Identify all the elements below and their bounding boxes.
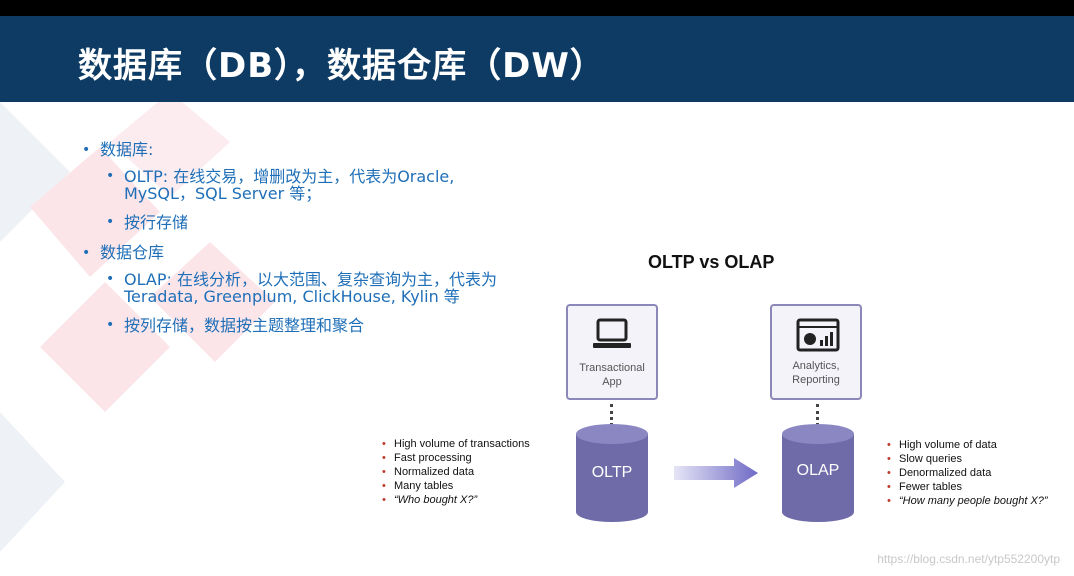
analytics-reporting-box: Analytics, Reporting — [770, 304, 862, 400]
oltp-line-1: OLTP: 在线交易，增删改为主，代表为Oracle, — [124, 167, 455, 186]
analytics-label-2: Reporting — [792, 374, 840, 386]
list-item: Slow queries — [885, 452, 1048, 466]
transactional-label-2: App — [602, 376, 622, 388]
arrow-right-icon — [674, 458, 758, 488]
connector-right — [816, 404, 819, 426]
connector-left — [610, 404, 613, 426]
list-item: “Who bought X?” — [380, 493, 530, 507]
list-item: High volume of data — [885, 438, 1048, 452]
bullet-oltp: OLTP: 在线交易，增删改为主，代表为Oracle, MySQL，SQL Se… — [78, 168, 598, 202]
oltp-characteristics: High volume of transactions Fast process… — [380, 437, 530, 507]
bullet-db-heading: 数据库: — [78, 140, 598, 160]
list-item: Many tables — [380, 479, 530, 493]
bullet-dw-heading: 数据仓库 — [78, 243, 598, 263]
transactional-app-box: Transactional App — [566, 304, 658, 400]
bullet-list: 数据库: OLTP: 在线交易，增删改为主，代表为Oracle, MySQL，S… — [78, 140, 598, 346]
analytics-label-1: Analytics, — [792, 360, 840, 372]
analytics-dashboard-icon — [796, 318, 840, 352]
olap-line-1: OLAP: 在线分析，以大范围、复杂查询为主，代表为 — [124, 270, 497, 289]
laptop-icon — [593, 318, 631, 348]
olap-line-2: Teradata, Greenplum, ClickHouse, Kylin 等 — [124, 287, 460, 306]
olap-characteristics: High volume of data Slow queries Denorma… — [885, 438, 1048, 508]
bullet-olap: OLAP: 在线分析，以大范围、复杂查询为主，代表为 Teradata, Gre… — [78, 271, 598, 305]
olap-db-label: OLAP — [796, 462, 840, 479]
oltp-db-label: OLTP — [591, 464, 633, 481]
diagram-title: OLTP vs OLAP — [648, 252, 775, 272]
transactional-label-1: Transactional — [579, 362, 645, 374]
oltp-database: OLTP — [574, 424, 650, 524]
bullet-column-storage: 按列存储，数据按主题整理和聚合 — [78, 317, 598, 334]
top-black-strip — [0, 0, 1074, 16]
slide-header: 数据库（DB），数据仓库（DW） — [0, 16, 1074, 102]
watermark: https://blog.csdn.net/ytp552200ytp — [877, 552, 1060, 566]
list-item: “How many people bought X?” — [885, 494, 1048, 508]
bullet-row-storage: 按行存储 — [78, 214, 598, 231]
list-item: Normalized data — [380, 465, 530, 479]
list-item: High volume of transactions — [380, 437, 530, 451]
slide-title: 数据库（DB），数据仓库（DW） — [78, 46, 605, 86]
oltp-line-2: MySQL，SQL Server 等； — [124, 184, 322, 203]
list-item: Fewer tables — [885, 480, 1048, 494]
list-item: Fast processing — [380, 451, 530, 465]
database-icon — [782, 424, 854, 522]
database-icon — [576, 424, 648, 522]
list-item: Denormalized data — [885, 466, 1048, 480]
olap-database: OLAP — [780, 424, 856, 524]
